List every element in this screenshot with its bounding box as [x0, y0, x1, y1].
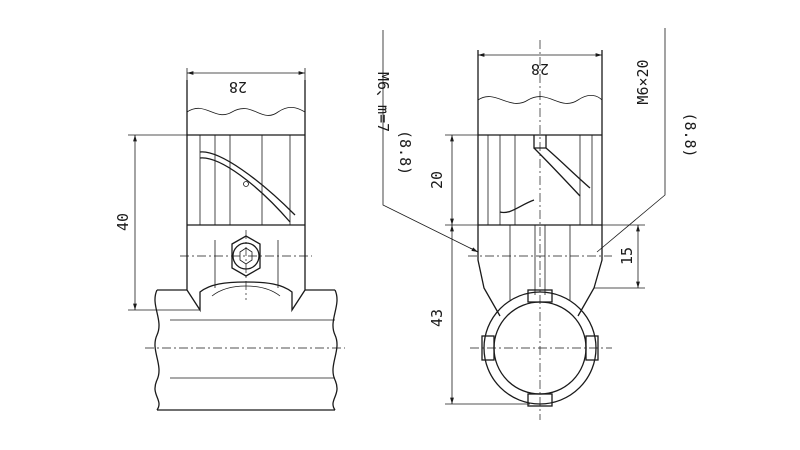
thread-note-right: M6×20	[634, 59, 652, 104]
left-height-label: 40	[114, 213, 132, 231]
hex-bolt-icon	[231, 230, 261, 300]
right-width-dimension: 28	[477, 50, 603, 78]
side-height-label: 15	[618, 247, 636, 265]
left-upper-pipe	[186, 80, 306, 225]
right-clamp-body	[468, 224, 612, 317]
left-clamp-body	[180, 224, 312, 313]
right-thread-leader: M6×20 (8.8)	[596, 28, 699, 253]
left-view: 28 40	[114, 68, 345, 411]
pipe-cross-section	[470, 289, 612, 407]
side-height-dimension: 15	[594, 224, 645, 289]
offset-note-right: (8.8)	[681, 112, 699, 157]
lower-height-dimension: 43	[428, 225, 530, 405]
lower-height-label: 43	[428, 309, 446, 327]
right-insert	[487, 135, 593, 225]
left-width-dimension: 28	[186, 68, 306, 96]
thread-note-left: M6、m=7	[374, 72, 392, 132]
right-width-label: 28	[531, 60, 549, 78]
upper-height-label: 20	[428, 171, 446, 189]
left-base-pipe	[145, 289, 345, 411]
right-upper-pipe	[477, 40, 603, 420]
left-thread-leader: M6、m=7 (8.8)	[374, 30, 479, 253]
left-height-dimension: 40	[114, 134, 200, 311]
left-insert	[199, 135, 296, 225]
offset-note-left: (8.8)	[396, 130, 414, 175]
left-width-label: 28	[229, 78, 247, 96]
upper-height-dimension: 20	[428, 134, 478, 226]
right-view: 28 M6、m=7 (8.8) M6×20 (8.8) 20 43	[374, 28, 699, 420]
